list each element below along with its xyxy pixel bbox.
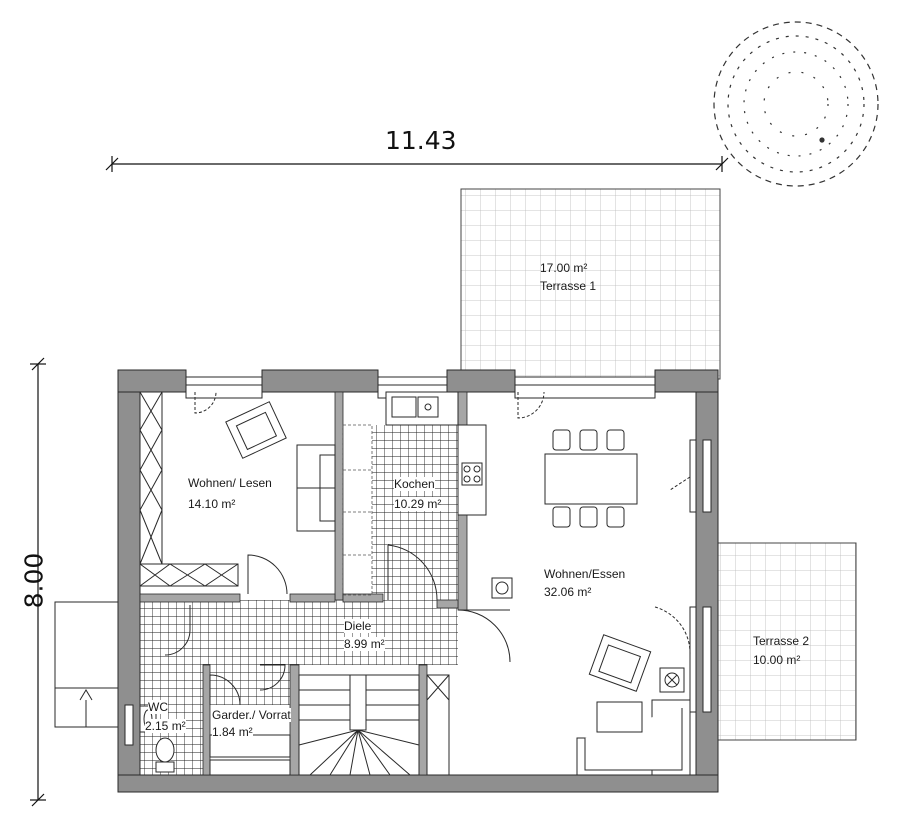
kitchen-counter — [385, 391, 487, 516]
terrasse-1-name-label: Terrasse 1 — [540, 279, 597, 293]
staircase — [298, 674, 420, 776]
depth-dimension-label: 8.00 — [19, 552, 49, 609]
depth-dimension — [30, 357, 46, 807]
chimney — [491, 577, 685, 693]
sofa-reading — [296, 444, 336, 532]
wohnen-essen-area-label: 32.06 m² — [544, 585, 592, 599]
bookshelf — [139, 391, 239, 587]
wohnen-lesen-name-label: Wohnen/ Lesen — [188, 476, 272, 490]
entrance-landing — [54, 601, 119, 728]
terrasse-2-name-label: Terrasse 2 — [753, 634, 810, 648]
garderobe-area-label: 1.84 m² — [212, 725, 253, 739]
diele-area-label: 8.99 m² — [344, 637, 385, 651]
wohnen-lesen-area-label: 14.10 m² — [188, 497, 236, 511]
wohnen-essen-name-label: Wohnen/Essen — [544, 567, 626, 581]
kitchen-tall-units — [342, 424, 373, 596]
garderobe-cabinet — [209, 734, 291, 776]
wc-name-label: WC — [148, 700, 168, 714]
armchair-reading — [225, 401, 287, 459]
diele-name-label: Diele — [344, 619, 372, 633]
doors — [164, 391, 691, 706]
corner-sofa — [576, 699, 691, 776]
garderobe-tiles — [210, 665, 290, 705]
dining-set — [544, 429, 638, 528]
armchair-living — [588, 634, 652, 692]
garderobe-name-label: Garder./ Vorrat — [212, 708, 291, 722]
tree-symbol — [713, 21, 879, 187]
terrasse-2-area-label: 10.00 m² — [753, 653, 801, 667]
width-dimension — [105, 156, 729, 172]
terrasse-1-area-label: 17.00 m² — [540, 261, 588, 275]
terrasse-2-area — [717, 542, 857, 741]
terrasse-1-area — [460, 188, 721, 380]
diele-tiles — [140, 600, 458, 665]
kochen-name-label: Kochen — [394, 477, 435, 491]
kitchen-tiles — [372, 425, 458, 601]
windows — [124, 376, 712, 746]
installation-shaft — [426, 674, 450, 776]
wc-area-label: 2.15 m² — [145, 719, 186, 733]
width-dimension-label: 11.43 — [385, 126, 457, 155]
kochen-area-label: 10.29 m² — [394, 497, 442, 511]
